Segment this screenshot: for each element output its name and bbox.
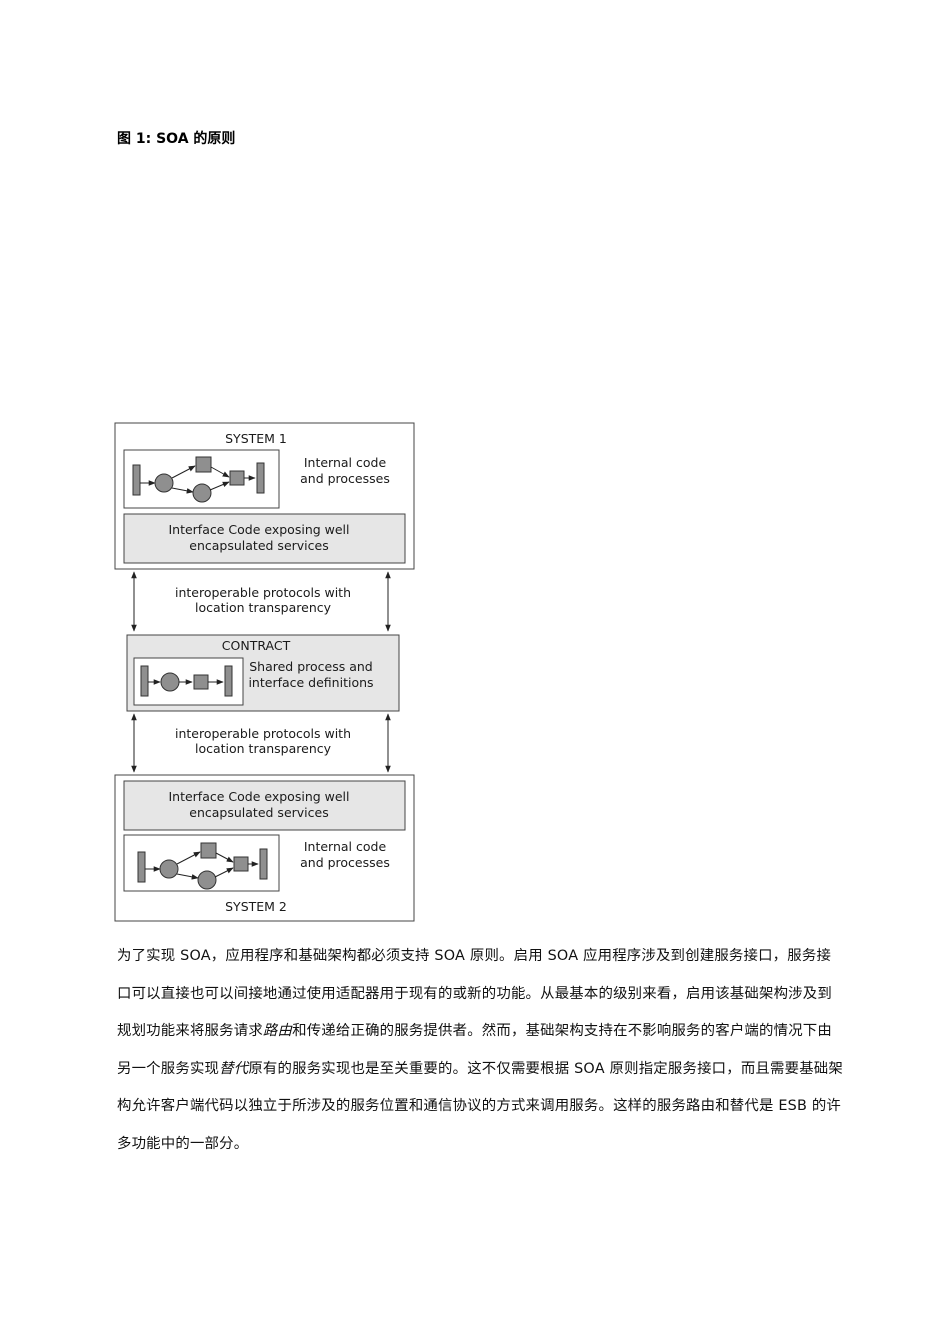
system1-interface-line2: encapsulated services <box>189 538 328 553</box>
system2-internal-line1: Internal code <box>304 839 387 854</box>
system2-interface-line1: Interface Code exposing well <box>168 789 349 804</box>
contract-box: CONTRACT Shared process and interface de… <box>126 634 400 712</box>
end-bar <box>224 665 233 697</box>
start-bar <box>140 665 149 697</box>
contract-line2: interface definitions <box>248 675 373 690</box>
system1-box: SYSTEM 1 Internal code and processes Int… <box>114 422 415 570</box>
start-bar <box>137 851 146 883</box>
end-bar <box>259 848 268 880</box>
contract-line1: Shared process and <box>249 659 373 674</box>
paragraph-emphasis-substitution: 替代 <box>219 1060 249 1077</box>
paragraph-part2: 和传递给正确的服务提供者。然而，基础架构支持在不影响服务的客户端的情况下由另一个… <box>117 1023 832 1077</box>
system2-interface-box <box>123 780 406 831</box>
figure-caption: 图 1: SOA 的原则 <box>117 131 236 147</box>
process-square <box>200 842 217 859</box>
system2-box: Interface Code exposing well encapsulate… <box>114 774 415 922</box>
paragraph-part1: 为了实现 SOA，应用程序和基础架构都必须支持 SOA 原则。启用 SOA 应用… <box>117 948 832 1040</box>
process-circle <box>159 859 179 879</box>
system1-internal-line1: Internal code <box>304 455 387 470</box>
end-bar <box>256 462 265 494</box>
protocols-bottom-line1: interoperable protocols with <box>175 726 351 741</box>
paragraph-part3: 原有的服务实现也是至关重要的。这不仅需要根据 SOA 原则指定服务接口，而且需要… <box>117 1060 843 1152</box>
protocols-top-line1: interoperable protocols with <box>175 585 351 600</box>
body-paragraph: 为了实现 SOA，应用程序和基础架构都必须支持 SOA 原则。启用 SOA 应用… <box>117 938 845 1164</box>
system1-interface-line1: Interface Code exposing well <box>168 522 349 537</box>
system1-process-flow <box>123 449 280 509</box>
paragraph-emphasis-routing: 路由 <box>262 1023 293 1040</box>
system1-title: SYSTEM 1 <box>225 431 287 446</box>
protocols-top-line2: location transparency <box>195 600 332 615</box>
process-circle <box>154 473 174 493</box>
process-square <box>195 456 212 473</box>
system1-interface-box <box>123 513 406 564</box>
process-circle <box>160 672 180 692</box>
protocols-bottom-line2: location transparency <box>195 741 332 756</box>
system2-title: SYSTEM 2 <box>225 899 287 914</box>
process-square <box>229 470 245 486</box>
system2-process-flow <box>123 834 280 892</box>
contract-process-flow <box>133 657 244 706</box>
contract-title: CONTRACT <box>222 638 291 653</box>
process-square <box>233 856 249 872</box>
process-circle <box>197 870 217 890</box>
start-bar <box>132 464 141 496</box>
system2-internal-line2: and processes <box>300 855 390 870</box>
process-square <box>193 674 209 690</box>
process-circle <box>192 483 212 503</box>
system1-internal-line2: and processes <box>300 471 390 486</box>
system2-interface-line2: encapsulated services <box>189 805 328 820</box>
